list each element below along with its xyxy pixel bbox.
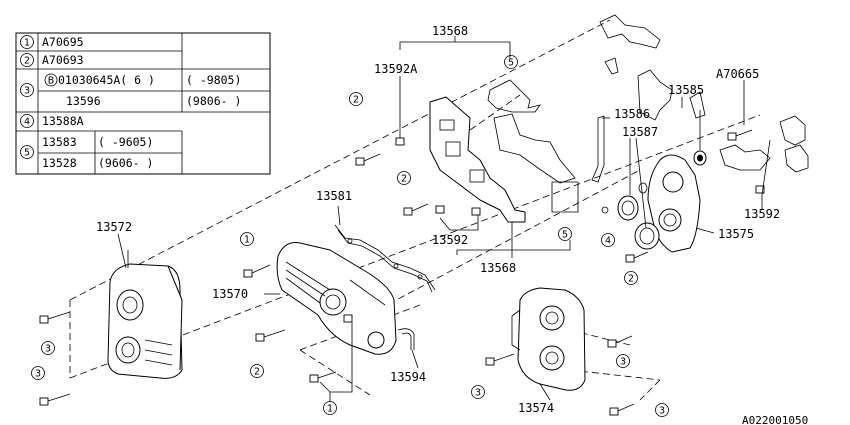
label-13568-bottom: 13568 <box>480 261 516 275</box>
parts-legend-table: 1 2 3 4 5 A70695 A70693 B 01030645A( 6 )… <box>15 32 271 175</box>
legend-ref-4: 4 <box>24 117 30 128</box>
part-13568-rear-cover <box>429 96 526 223</box>
label-13568-top: 13568 <box>432 24 468 38</box>
legend-note-3b: (9806- ) <box>186 94 241 108</box>
legend-part-3a: 01030645A( 6 ) <box>58 73 155 87</box>
part-13575-back-plate <box>647 154 701 253</box>
label-13572: 13572 <box>96 220 132 234</box>
legend-ref-3: 3 <box>24 86 30 97</box>
callout-3-d: 3 <box>620 357 626 368</box>
part-13570-center-cover <box>276 242 397 355</box>
label-13574: 13574 <box>518 401 554 415</box>
diagram-code: A022001050 <box>742 414 808 425</box>
label-13592-right: 13592 <box>744 207 780 221</box>
label-13592-left: 13592 <box>432 233 468 247</box>
legend-note-3a: ( -9805) <box>186 73 241 87</box>
callout-5-top: 5 <box>508 58 514 69</box>
callout-2-d: 2 <box>254 367 260 378</box>
legend-part-5b: 13528 <box>42 156 77 170</box>
part-13585-seal <box>693 110 707 166</box>
callout-2-c: 2 <box>628 274 634 285</box>
callout-3-b: 3 <box>35 369 41 380</box>
part-13587-seals <box>617 182 660 250</box>
legend-note-5b: (9606- ) <box>98 156 153 170</box>
callout-1-b: 1 <box>327 404 333 415</box>
label-13594: 13594 <box>390 370 426 384</box>
callout-markers: 5 5 2 2 2 2 1 1 3 3 3 3 3 4 <box>31 55 669 417</box>
part-13583-gasket <box>487 79 579 213</box>
label-A70665: A70665 <box>716 67 759 81</box>
leader-lines <box>117 36 771 402</box>
legend-part-4: 13588A <box>42 114 84 128</box>
legend-ref-1: 1 <box>24 38 30 49</box>
callout-2-a: 2 <box>353 95 359 106</box>
legend-ref-5: 5 <box>24 148 30 159</box>
label-13581: 13581 <box>316 189 352 203</box>
label-13570: 13570 <box>212 287 248 301</box>
legend-part-3b: 13596 <box>66 94 101 108</box>
legend-part-1: A70695 <box>42 35 84 49</box>
callout-3-a: 3 <box>45 344 51 355</box>
callout-1-a: 1 <box>244 235 250 246</box>
callout-3-c: 3 <box>475 388 481 399</box>
label-13586: 13586 <box>614 107 650 121</box>
label-13585: 13585 <box>668 83 704 97</box>
part-13572-front-cover <box>107 250 183 379</box>
legend-part-5a: 13583 <box>42 135 77 149</box>
callout-4-a: 4 <box>605 236 611 247</box>
label-13575: 13575 <box>718 227 754 241</box>
callout-5-bottom: 5 <box>562 230 568 241</box>
part-upper-bracket <box>599 14 706 121</box>
part-side-brackets <box>719 115 809 173</box>
callout-2-b: 2 <box>401 174 407 185</box>
bolt-set <box>39 129 765 416</box>
label-13587: 13587 <box>622 125 658 139</box>
part-13574-front-cover <box>511 287 586 391</box>
legend-note-5a: ( -9605) <box>98 135 153 149</box>
legend-part-2: A70693 <box>42 53 84 67</box>
part-13586-strip <box>591 115 605 183</box>
legend-ref-2: 2 <box>24 56 30 67</box>
part-13594-seal <box>397 328 415 350</box>
callout-3-e: 3 <box>659 406 665 417</box>
legend-bolt-prefix-b: B <box>48 76 55 87</box>
label-13592A: 13592A <box>374 62 418 76</box>
part-13581-gasket <box>334 224 436 293</box>
